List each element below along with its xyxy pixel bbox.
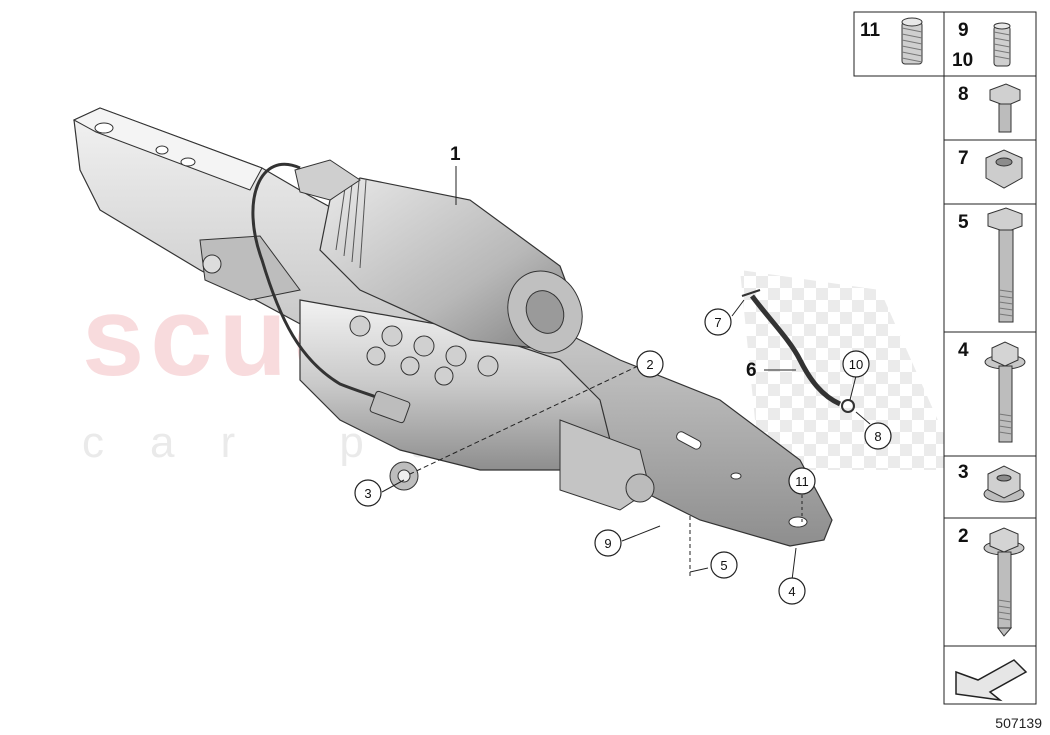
legend-label-9: 9 [958, 20, 969, 41]
wiring-harness [251, 162, 402, 412]
nut-icon [983, 465, 1025, 503]
callout-10: 10 [842, 350, 870, 378]
legend-label-2: 2 [958, 526, 969, 547]
bolt-icon [987, 207, 1023, 323]
steering-gear-housing [299, 299, 655, 511]
callout-7: 7 [704, 308, 732, 336]
label-assembly: 1 [450, 144, 461, 165]
reference-number: 507139 [995, 715, 1042, 731]
legend-label-3: 3 [958, 462, 969, 483]
legend-label-7: 7 [958, 148, 969, 169]
svg-text:2: 2 [646, 357, 653, 372]
svg-text:3: 3 [364, 486, 371, 501]
svg-text:5: 5 [720, 558, 727, 573]
svg-text:4: 4 [788, 584, 795, 599]
callout-8: 8 [864, 422, 892, 450]
legend-label-11: 11 [860, 20, 881, 41]
svg-text:10: 10 [849, 357, 863, 372]
legend-label-8: 8 [958, 84, 969, 105]
callout-4: 4 [778, 577, 806, 605]
callout-11: 11 [788, 467, 816, 495]
bolt-icon [989, 83, 1021, 133]
callout-2: 2 [636, 350, 664, 378]
bolt-icon [983, 527, 1025, 637]
bolt-icon [984, 341, 1026, 443]
arrow-icon [955, 659, 1028, 702]
legend-label-5: 5 [958, 212, 969, 233]
sleeve-icon [993, 22, 1011, 67]
connector [369, 390, 411, 424]
svg-text:11: 11 [795, 474, 809, 489]
label-cable: 6 [746, 360, 757, 381]
legend-label-10: 10 [952, 50, 973, 71]
callout-9: 9 [594, 529, 622, 557]
nut-icon [985, 149, 1023, 189]
legend-label-4: 4 [958, 340, 969, 361]
ground-cable [741, 289, 855, 413]
svg-text:9: 9 [604, 536, 611, 551]
svg-text:8: 8 [874, 429, 881, 444]
leader-lines [381, 299, 871, 581]
electric-motor [294, 159, 583, 354]
sleeve-icon [901, 17, 923, 65]
svg-text:7: 7 [714, 315, 721, 330]
callout-3: 3 [354, 479, 382, 507]
callout-5: 5 [710, 551, 738, 579]
